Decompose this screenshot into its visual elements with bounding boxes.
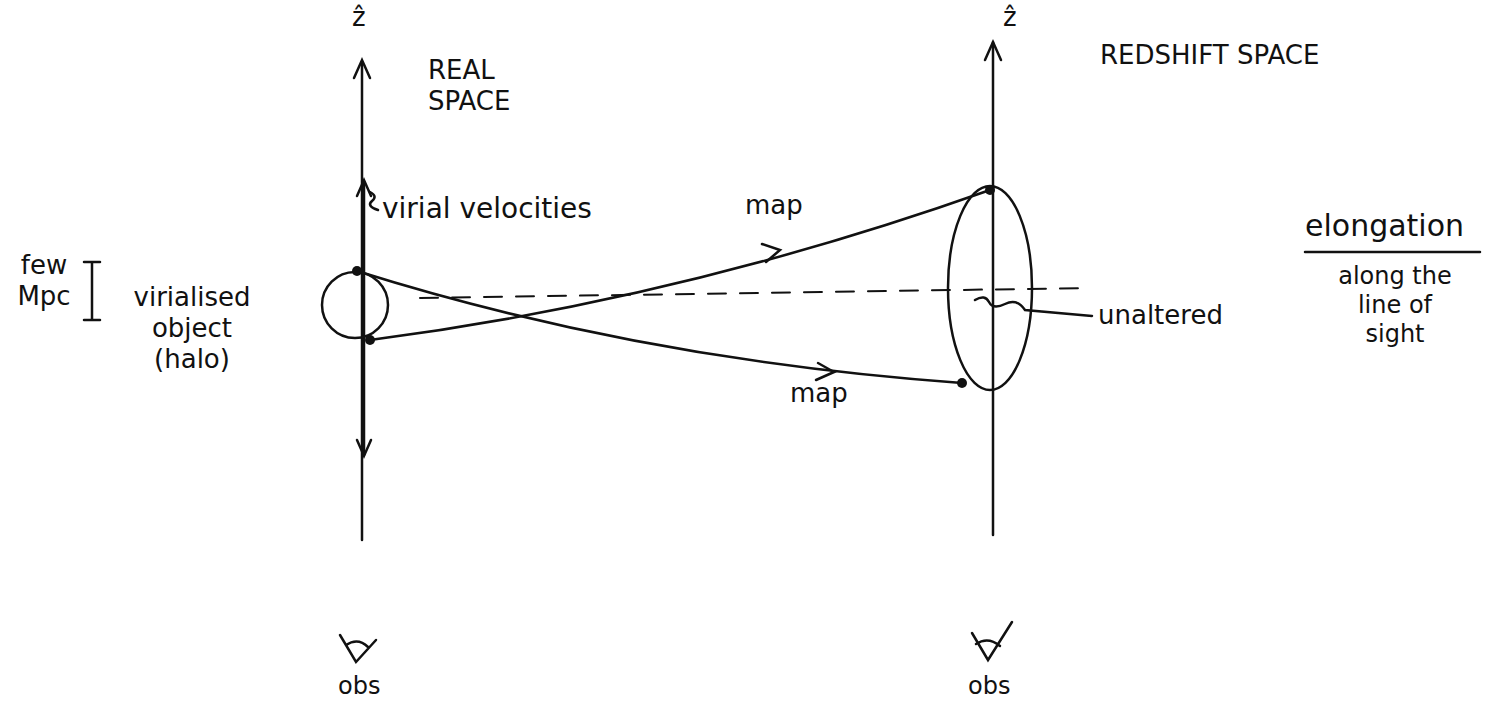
map-line bbox=[370, 190, 990, 340]
arrow-label: map bbox=[790, 378, 848, 409]
map-line bbox=[357, 271, 962, 383]
observer-eye bbox=[340, 635, 376, 662]
elongated-ellipse bbox=[948, 186, 1032, 390]
z-axis bbox=[361, 62, 364, 540]
note-text: along the line of sight bbox=[1335, 262, 1455, 348]
map-arrowhead bbox=[816, 363, 834, 380]
galaxy-dot bbox=[957, 378, 967, 388]
scale-bracket bbox=[84, 262, 100, 320]
observer-eye bbox=[972, 622, 1012, 660]
halo-circle bbox=[322, 272, 388, 338]
galaxy-dot bbox=[985, 185, 995, 195]
dashed-line bbox=[420, 288, 1090, 298]
scale-label: few Mpc bbox=[8, 250, 80, 312]
note-heading: elongation bbox=[1305, 208, 1464, 244]
velocity-arrowhead bbox=[357, 180, 371, 196]
axis-label: ẑ bbox=[1003, 2, 1017, 33]
velocity-arrow bbox=[363, 182, 366, 455]
axis-label: ẑ bbox=[352, 2, 366, 33]
leader-line bbox=[975, 297, 1092, 316]
underline bbox=[1305, 251, 1480, 254]
annotation: unaltered bbox=[1098, 300, 1223, 331]
axis-arrowhead bbox=[985, 42, 1001, 60]
map-arrowhead bbox=[762, 244, 780, 262]
annotation: virial velocities bbox=[382, 192, 592, 226]
observer-label: obs bbox=[968, 672, 1010, 701]
axis-arrowhead bbox=[354, 60, 370, 78]
z-axis bbox=[992, 42, 995, 535]
panel-title: REAL SPACE bbox=[428, 55, 548, 117]
arrow-label: map bbox=[745, 190, 803, 221]
galaxy-dot bbox=[352, 266, 362, 276]
leader-squiggle bbox=[370, 192, 378, 210]
object-label: virialised object (halo) bbox=[112, 282, 272, 376]
panel-title: REDSHIFT SPACE bbox=[1100, 40, 1319, 71]
observer-label: obs bbox=[338, 672, 380, 701]
velocity-arrowhead bbox=[357, 440, 371, 456]
galaxy-dot bbox=[365, 335, 375, 345]
